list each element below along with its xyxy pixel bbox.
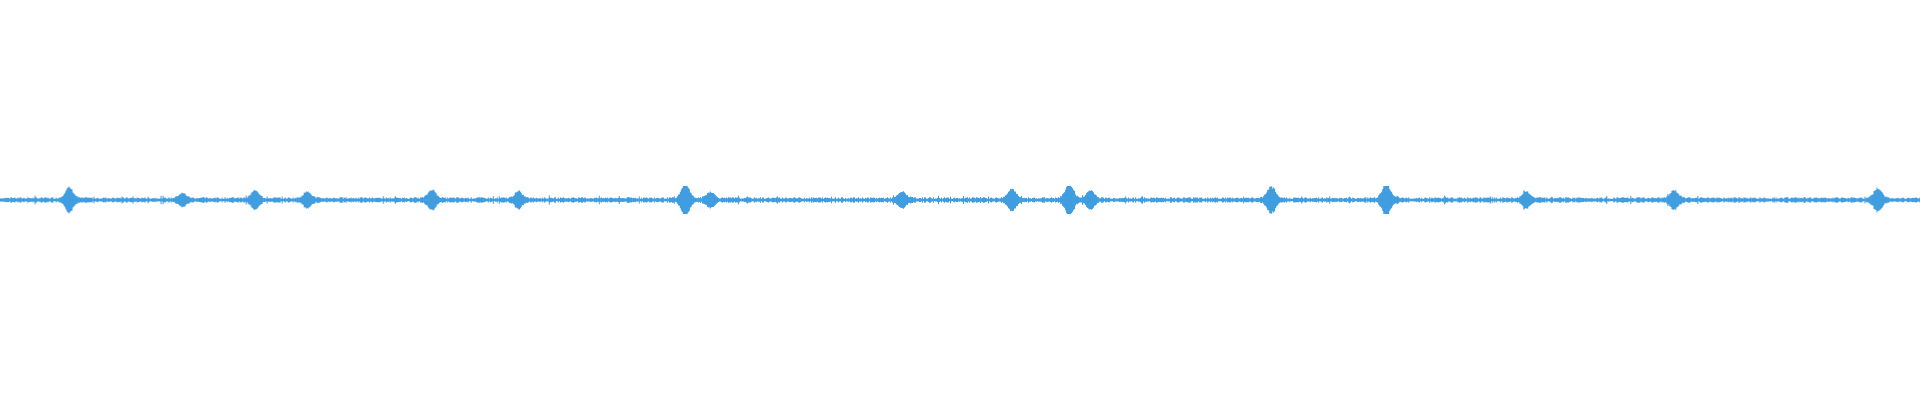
waveform-trace	[0, 186, 1920, 214]
